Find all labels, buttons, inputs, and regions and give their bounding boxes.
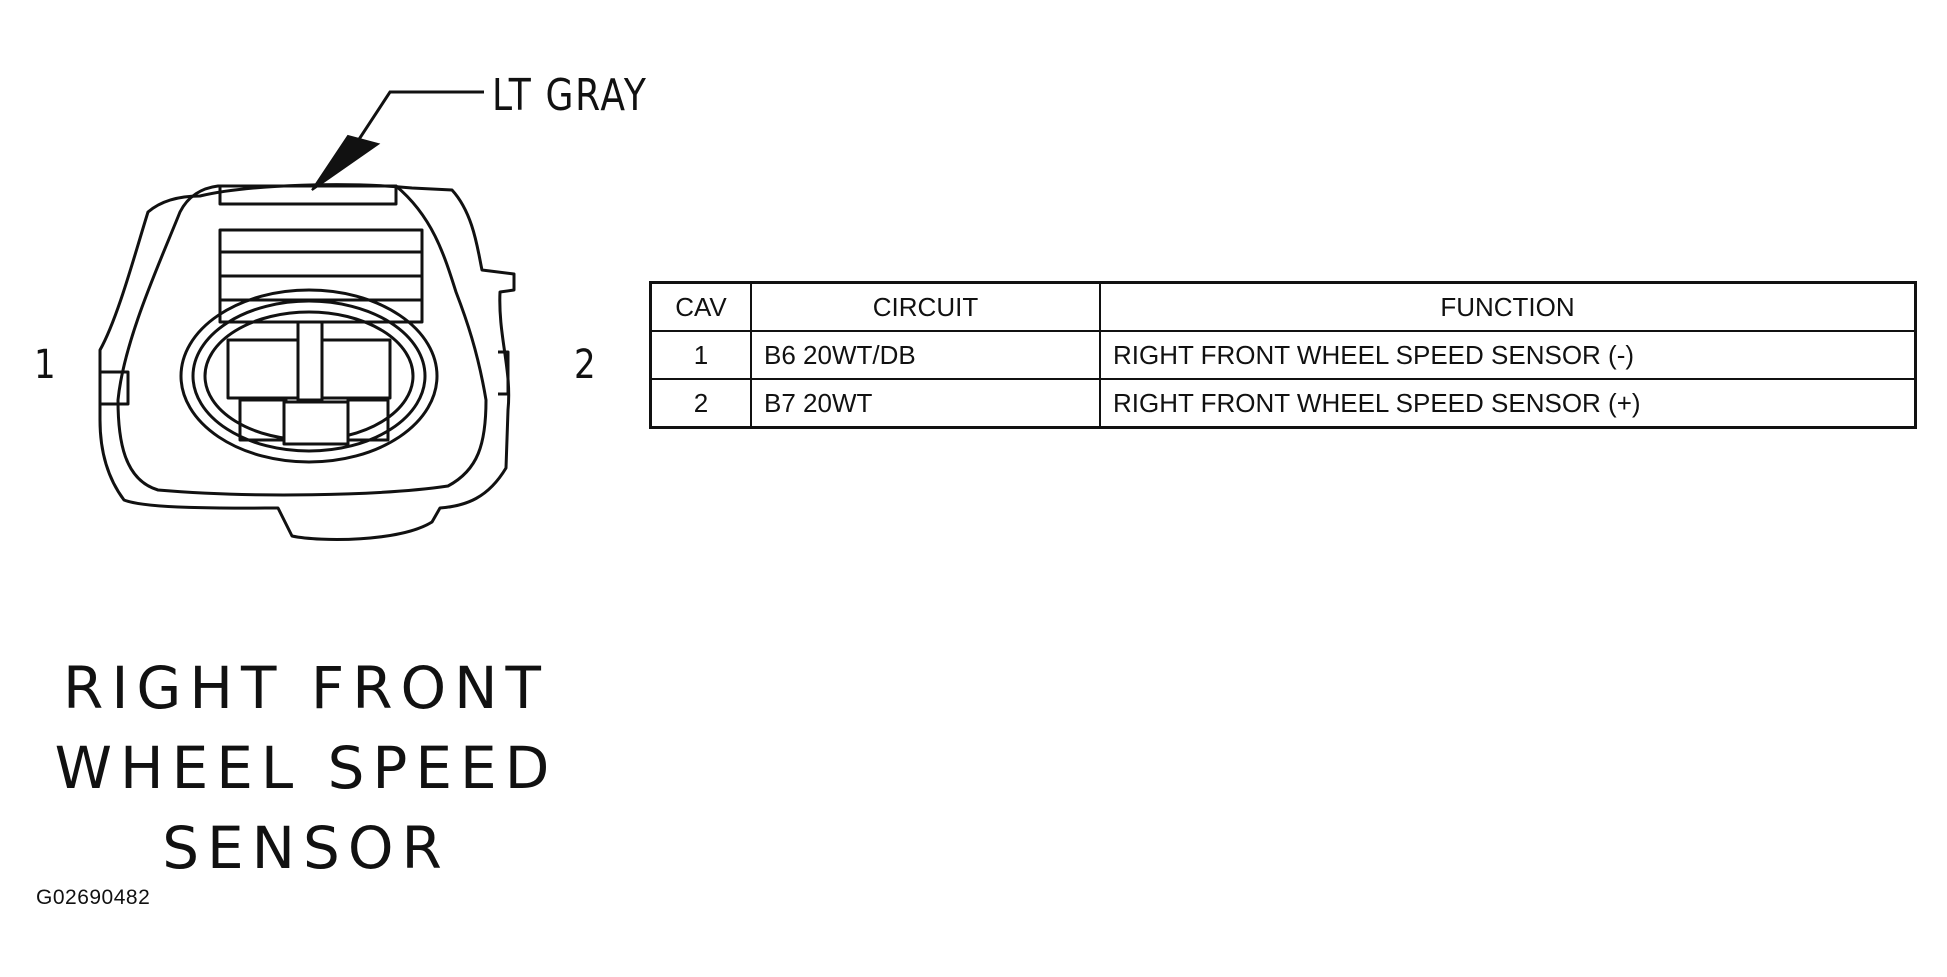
cell-cav: 2: [649, 378, 752, 429]
cell-circuit: B6 20WT/DB: [750, 330, 1101, 380]
connector-face-drawing: [98, 90, 516, 541]
table-header-row: CAV CIRCUIT FUNCTION: [649, 281, 1917, 332]
header-function: FUNCTION: [1099, 281, 1917, 332]
housing-color-label: LT GRAY: [492, 70, 648, 121]
header-cav: CAV: [649, 281, 752, 332]
connector-title-line-3: SENSOR: [162, 814, 450, 882]
pinout-table: CAV CIRCUIT FUNCTION 1 B6 20WT/DB RIGHT …: [649, 281, 1917, 429]
cell-function: RIGHT FRONT WHEEL SPEED SENSOR (+): [1099, 378, 1917, 429]
connector-left-key: [100, 370, 130, 406]
connector-title-line-1: RIGHT FRONT: [63, 654, 549, 722]
cell-circuit: B7 20WT: [750, 378, 1101, 429]
pin-label-2: 2: [574, 342, 596, 388]
connector-lock-ribs: [218, 228, 424, 324]
leader-line: [350, 90, 484, 151]
connector-cavity-inner: [191, 299, 427, 453]
pin-label-1: 1: [34, 342, 56, 388]
connector-title: RIGHT FRONT WHEEL SPEED SENSOR: [0, 648, 612, 888]
connector-terminals: [226, 320, 392, 446]
leader-arrowhead: [311, 134, 381, 191]
connector-cavity-outer: [179, 288, 439, 464]
table-row: 2 B7 20WT RIGHT FRONT WHEEL SPEED SENSOR…: [649, 378, 1917, 429]
connector-housing-outline: [98, 183, 516, 541]
figure-id: G02690482: [36, 886, 151, 909]
connector-right-key: [498, 350, 510, 396]
connector-title-line-2: WHEEL SPEED: [54, 734, 558, 802]
connector-inner-outline: [116, 184, 488, 497]
connector-latch: [218, 184, 398, 206]
cell-function: RIGHT FRONT WHEEL SPEED SENSOR (-): [1099, 330, 1917, 380]
cell-cav: 1: [649, 330, 752, 380]
header-circuit: CIRCUIT: [750, 281, 1101, 332]
table-row: 1 B6 20WT/DB RIGHT FRONT WHEEL SPEED SEN…: [649, 330, 1917, 380]
